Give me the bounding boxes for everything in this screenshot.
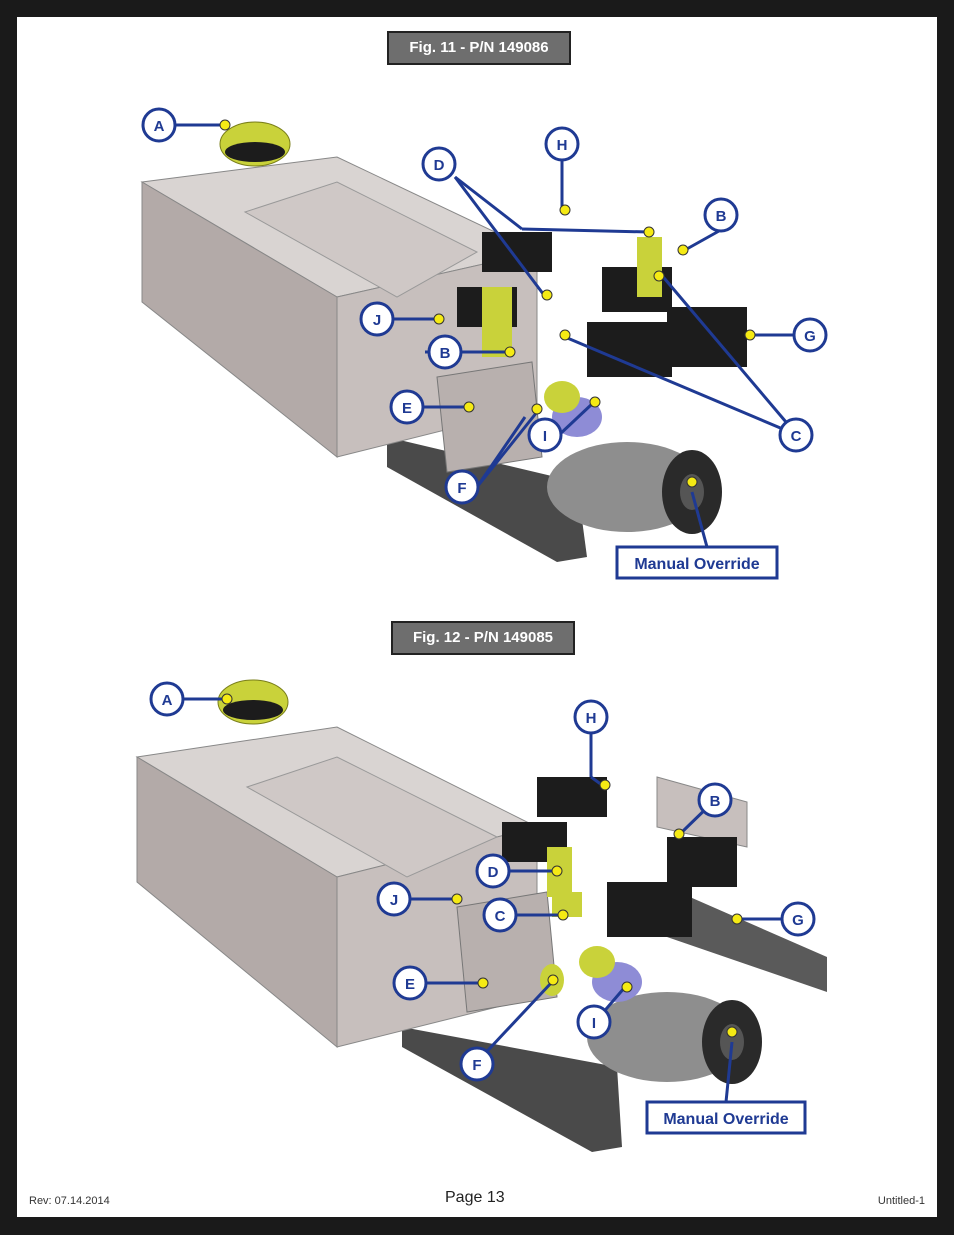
callout-g: G [792,317,828,353]
callout-b-upper: B [703,197,739,233]
callout-c: C [778,417,814,453]
svg-text:Manual Override: Manual Override [634,556,759,573]
callout-d: D [421,146,457,182]
valve-solenoid-1 [537,777,607,817]
figure-12-diagram: A H B D J C G [135,679,827,1152]
figure-11-diagram: A D H B J B G [140,107,828,580]
svg-text:D: D [434,157,445,174]
filler-cap-gasket [223,700,283,720]
callout-f: F [459,1046,495,1082]
tank-panel [245,756,499,878]
callout-f: F [444,469,480,505]
svg-text:F: F [472,1057,481,1074]
fitting-d [482,287,512,357]
callout-i: I [576,1004,612,1040]
motor-bracket [667,887,827,992]
svg-text:I: I [592,1015,596,1032]
svg-text:H: H [557,137,568,154]
svg-text:B: B [440,345,451,362]
callout-bubbles: A H B D J C G [149,681,816,1082]
callout-j: J [359,301,395,337]
valve-solenoid-4 [587,322,672,377]
svg-text:B: B [716,208,727,225]
revision-date: Rev: 07.14.2014 [29,1195,110,1207]
callout-d: D [475,853,511,889]
svg-text:G: G [804,328,816,345]
figure-12-title: Fig. 12 - P/N 149085 [391,621,575,655]
callout-e: E [389,389,425,425]
svg-text:E: E [402,400,412,417]
svg-text:C: C [495,908,506,925]
svg-text:I: I [543,428,547,445]
coupler-fitting [544,381,580,413]
svg-text:H: H [586,710,597,727]
callout-h: H [573,699,609,735]
valve-solenoid-5 [667,307,747,367]
callout-c: C [482,897,518,933]
svg-text:E: E [405,976,415,993]
coupler-fitting [579,946,615,978]
callout-h: H [544,126,580,162]
callout-markers [219,119,756,488]
fitting-c [637,237,662,297]
callout-b-lower: B [427,334,463,370]
svg-text:F: F [457,480,466,497]
valve-solenoid-4 [607,882,692,937]
filler-cap-gasket [225,142,285,162]
mounting-bracket [387,437,587,562]
file-name: Untitled-1 [877,1195,925,1207]
svg-text:Manual Override: Manual Override [663,1111,788,1128]
mounting-bracket [402,1027,622,1152]
svg-text:C: C [791,428,802,445]
manifold-block [436,361,543,473]
callout-j: J [376,881,412,917]
callout-bubbles: A D H B J B G [141,107,828,505]
svg-text:B: B [710,793,721,810]
tank-panel [243,181,479,298]
callout-i: I [527,417,563,453]
page-number: Page 13 [445,1189,505,1206]
svg-text:J: J [390,892,398,909]
valve-solenoid-3 [667,837,737,887]
manual-page: Fig. 11 - P/N 149086 [17,17,937,1217]
svg-text:J: J [373,312,381,329]
callout-leaders [172,123,799,548]
manual-override-callout: Manual Override [615,545,779,580]
manual-override-callout: Manual Override [645,1100,807,1135]
callout-b: B [697,782,733,818]
figure-11-title: Fig. 11 - P/N 149086 [387,31,571,65]
callout-e: E [392,965,428,1001]
callout-g: G [780,901,816,937]
callout-markers [221,693,743,1038]
svg-text:D: D [488,864,499,881]
svg-text:A: A [162,692,173,709]
valve-solenoid-1 [482,232,552,272]
callout-a: A [141,107,177,143]
svg-text:G: G [792,912,804,929]
svg-text:A: A [154,118,165,135]
callout-a: A [149,681,185,717]
